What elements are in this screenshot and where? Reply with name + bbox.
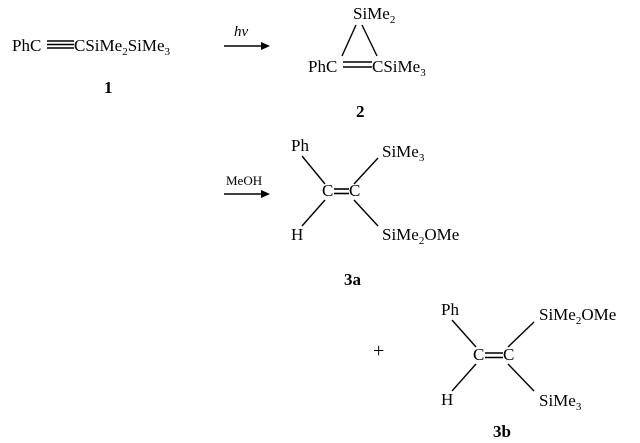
compound-3a-h: H (291, 225, 303, 244)
compound-3a-label: 3a (344, 270, 362, 289)
compound-2-csime3: CSiMe3 (372, 57, 426, 79)
compound-3a-c1: C (322, 181, 333, 200)
compound-3b-c1: C (473, 345, 484, 364)
compound-3a-sime2ome: SiMe2OMe (382, 225, 459, 247)
compound-2-phc: PhC (308, 57, 337, 76)
plus-sign: + (373, 340, 384, 362)
arrow-photolysis: hν (224, 24, 270, 50)
compound-3b-label: 3b (493, 422, 511, 441)
compound-1-silyl-chain: CSiMe2SiMe3 (74, 36, 171, 58)
compound-1: PhC CSiMe2SiMe3 1 (12, 36, 171, 97)
compound-3a-c2: C (349, 181, 360, 200)
compound-1-label: 1 (104, 78, 113, 97)
compound-2: SiMe2 PhC CSiMe3 2 (308, 4, 426, 121)
arrow-methanolysis: MeOH (224, 173, 270, 198)
reagent-meoh: MeOH (226, 173, 262, 188)
compound-1-phc: PhC (12, 36, 41, 55)
compound-3a-sime3: SiMe3 (382, 142, 425, 164)
compound-3a-ph: Ph (291, 136, 309, 155)
compound-3b: Ph SiMe2OMe C C H SiMe3 3b (441, 300, 616, 441)
compound-3b-sime2ome: SiMe2OMe (539, 305, 616, 327)
reagent-hv: hν (234, 24, 249, 40)
compound-3b-ph: Ph (441, 300, 459, 319)
compound-3b-sime3: SiMe3 (539, 391, 582, 413)
compound-3a: Ph SiMe3 C C H SiMe2OMe 3a (291, 136, 459, 289)
compound-3b-h: H (441, 390, 453, 409)
compound-2-simet2: SiMe2 (353, 4, 395, 26)
compound-2-label: 2 (356, 102, 365, 121)
triple-bond (47, 40, 74, 49)
compound-3b-c2: C (503, 345, 514, 364)
